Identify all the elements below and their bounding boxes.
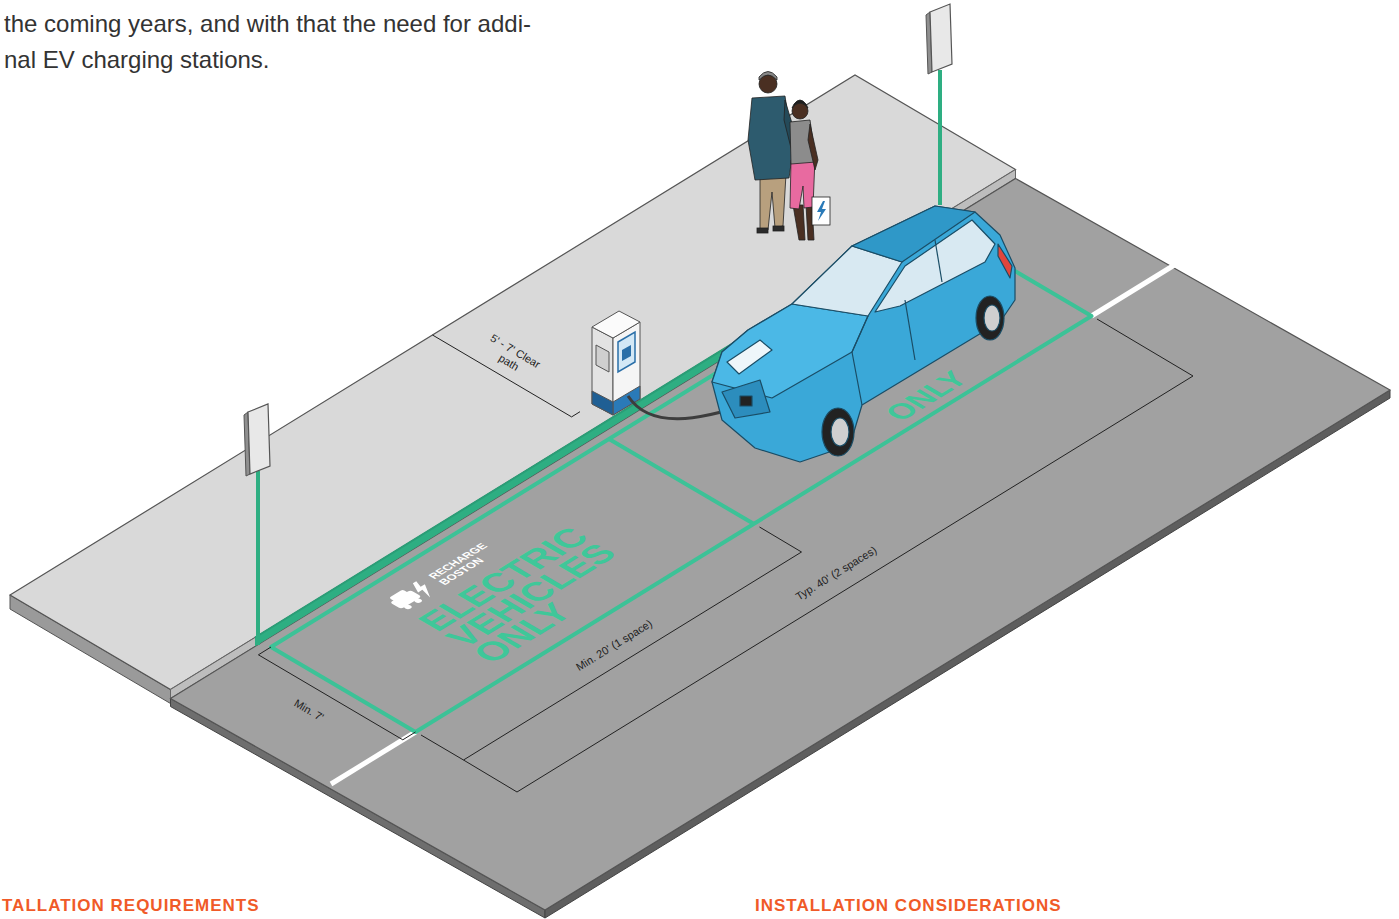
charging-station [592, 391, 613, 415]
electric-car [722, 380, 770, 418]
people-figure [757, 228, 768, 233]
electric-car [998, 244, 1012, 278]
electric-car [712, 206, 1015, 462]
charging-station [613, 386, 640, 415]
logo-icon [408, 580, 439, 598]
charging-station [622, 345, 631, 361]
charging-station [618, 332, 635, 372]
street-slab [10, 75, 1390, 918]
people-figure [790, 158, 815, 209]
parking-box [609, 439, 754, 524]
people-figure [817, 201, 826, 221]
people-figure [760, 174, 786, 230]
charging-station [592, 327, 613, 415]
section-heading: INSTALLATION CONSIDERATIONS [755, 896, 1062, 916]
sign-post [930, 4, 952, 72]
people-figure [748, 72, 830, 241]
people-figure [812, 197, 830, 225]
people-figure [759, 72, 777, 81]
people-figure [773, 226, 784, 231]
sign-post [938, 70, 942, 205]
dimension-line [258, 647, 415, 740]
charging-station [592, 311, 640, 415]
logo-icon [403, 604, 413, 610]
logo-icon [413, 598, 423, 604]
electric-car [984, 305, 1000, 331]
people-figure [808, 124, 818, 170]
electric-car [822, 408, 854, 456]
electric-car [712, 304, 868, 398]
electric-car [905, 300, 915, 360]
electric-car [935, 240, 942, 282]
lane-line [1092, 264, 1177, 316]
electric-car [831, 418, 849, 446]
electric-car [976, 296, 1004, 340]
section-heading: TALLATION REQUIREMENTS [2, 896, 259, 916]
people-figure [793, 205, 805, 240]
street-slab [171, 179, 1391, 911]
intro-text: the coming years, and with that the need… [4, 6, 549, 78]
people-figure [792, 100, 808, 108]
electric-car [875, 220, 995, 312]
charging-station [596, 345, 609, 372]
sign-post [256, 470, 260, 645]
electric-car [727, 340, 772, 374]
electric-car [712, 206, 1015, 462]
electric-car [740, 396, 752, 406]
electric-car [852, 316, 868, 405]
logo-icon [389, 590, 409, 602]
sign-post [248, 404, 270, 474]
